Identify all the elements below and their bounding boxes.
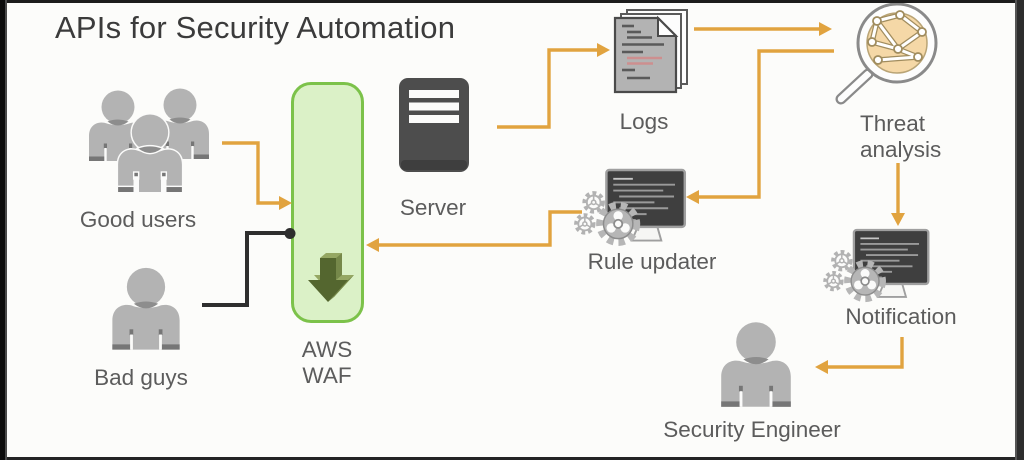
threat-analysis-label-line2: analysis <box>860 137 942 162</box>
arrow-rule-updater-to-aws-waf <box>366 210 582 252</box>
security-engineer-person-icon <box>721 322 791 407</box>
security-engineer-label: Security Engineer <box>663 417 841 442</box>
rule-updater-label: Rule updater <box>587 249 717 274</box>
line-bad-guys-to-aws-waf <box>202 228 296 307</box>
good-users-label: Good users <box>79 207 197 232</box>
server-label: Server <box>399 195 467 220</box>
page-title: APIs for Security Automation <box>55 10 456 45</box>
notification-label: Notification <box>845 304 957 329</box>
aws-waf-label-line1: AWS <box>301 337 353 362</box>
frame-bottom-edge <box>0 457 1024 460</box>
magnifier-network-icon <box>835 2 938 105</box>
waf-download-arrow-icon <box>308 253 354 302</box>
server-icon <box>399 78 469 172</box>
users-group-icon <box>89 88 209 194</box>
threat-analysis-label-line1: Threat <box>860 111 926 136</box>
logs-label: Logs <box>619 109 669 134</box>
aws-waf-label-line2: WAF <box>302 363 352 388</box>
arrow-logs-to-threat-analysis <box>694 22 832 36</box>
frame-right-edge <box>1015 0 1024 460</box>
log-documents-icon <box>613 9 688 94</box>
frame-left-edge <box>0 0 7 460</box>
terminal-gears-icon-notification <box>825 230 928 299</box>
arrow-threat-analysis-to-notification <box>891 163 905 226</box>
bad-guys-label: Bad guys <box>94 365 188 390</box>
arrow-notification-to-security-engineer <box>815 337 904 374</box>
bad-guys-person-icon <box>112 267 180 350</box>
arrow-server-to-logs <box>497 43 610 129</box>
arrow-good-users-to-aws-waf <box>222 141 292 210</box>
frame-top-edge <box>0 0 1024 3</box>
terminal-gears-icon-rule-updater <box>576 170 685 243</box>
arrow-threat-analysis-to-rule-updater <box>686 49 834 204</box>
